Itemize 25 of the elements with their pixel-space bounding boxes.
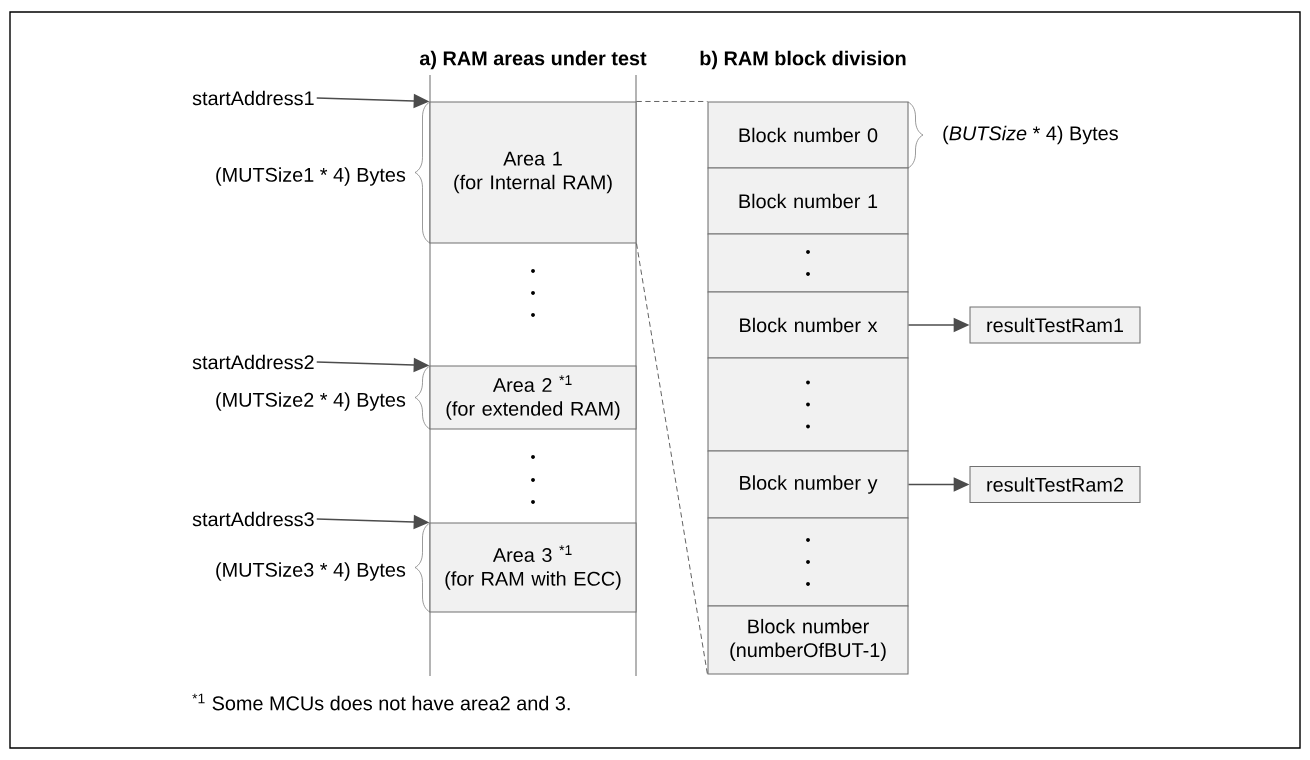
memory-block xyxy=(707,357,909,452)
memory-block: Block number 0 xyxy=(707,101,909,169)
result-box: resultTestRam1 xyxy=(969,306,1141,344)
size-label: (BUTSize * 4) Bytes xyxy=(943,125,1118,145)
dashed-line xyxy=(636,101,708,102)
address-label: startAddress1 xyxy=(192,90,314,106)
size-label: (MUTSize1 * 4) Bytes xyxy=(216,167,406,186)
area-box: Area 2 $^{*1}$ (for extended RAM) xyxy=(429,365,637,430)
panel-heading: b) RAM block division xyxy=(700,50,906,70)
size-label: (MUTSize2 * 4) Bytes xyxy=(216,392,406,411)
result-box: resultTestRam2 xyxy=(969,466,1141,504)
panel-heading: a) RAM areas under test xyxy=(419,50,647,70)
address-label: startAddress2 xyxy=(192,354,314,370)
dashed-line xyxy=(636,243,708,675)
size-label: (MUTSize3 * 4) Bytes xyxy=(216,562,406,581)
memory-block: Block number y xyxy=(707,450,909,519)
memory-block: Block number (numberOfBUT-1) xyxy=(707,605,909,675)
area-box: Area 1 (for Internal RAM) xyxy=(429,101,637,244)
address-label: startAddress3 xyxy=(192,511,314,527)
memory-block: Block number x xyxy=(707,291,909,359)
area-box: Area 3 $^{*1}$ (for RAM with ECC) xyxy=(429,522,637,613)
footnote: $^{*1}$ Some MCUs does not have area2 and 3. xyxy=(192,693,570,711)
memory-block: Block number 1 xyxy=(707,167,909,235)
memory-block xyxy=(707,233,909,293)
memory-block xyxy=(707,517,909,607)
